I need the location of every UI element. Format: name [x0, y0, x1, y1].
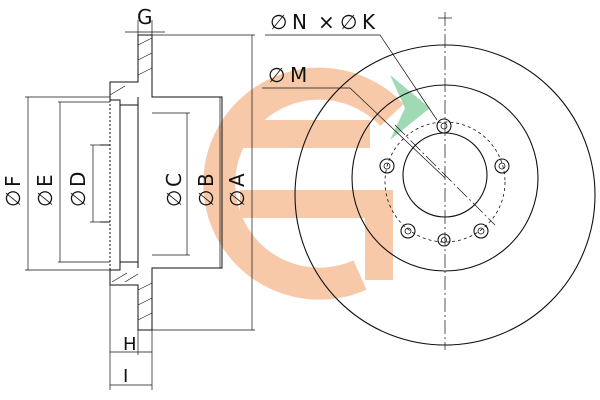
label-a: A	[225, 173, 249, 187]
center-line-diagonal	[394, 124, 496, 226]
section-hatching	[109, 37, 153, 321]
side-labels: G H I ∅ F ∅ E ∅ D ∅ C ∅ B ∅ A	[1, 5, 249, 387]
label-c-diameter: ∅	[162, 190, 186, 207]
label-b: B	[194, 173, 218, 187]
watermark-bar-right	[365, 190, 393, 280]
label-f-diameter: ∅	[1, 190, 25, 207]
label-c: C	[162, 173, 186, 187]
label-g: G	[137, 5, 153, 29]
label-d: D	[66, 172, 90, 187]
bolt-hole-bottom-left	[400, 223, 416, 239]
side-section-view	[25, 20, 255, 390]
bolt-hole-right	[494, 158, 510, 174]
watermark-bar-top	[240, 120, 370, 148]
label-d-diameter: ∅	[66, 190, 90, 207]
bolt-hole-bottom-right	[473, 223, 489, 239]
label-n: N	[292, 10, 307, 34]
label-f: F	[1, 175, 25, 187]
watermark-arc	[203, 67, 404, 300]
front-labels: ∅ N × ∅ K ∅ M	[268, 10, 376, 87]
leader-m	[262, 87, 446, 179]
disc-profile	[109, 34, 223, 331]
bolt-hole-left	[379, 158, 395, 174]
label-i: I	[123, 366, 128, 387]
label-b-diameter: ∅	[194, 190, 218, 207]
label-n-diameter: ∅	[270, 10, 287, 34]
bolt-hole-top	[436, 118, 452, 134]
label-a-diameter: ∅	[225, 190, 249, 207]
label-e-diameter: ∅	[33, 190, 57, 207]
label-e: E	[33, 174, 57, 187]
leader-n-k	[265, 34, 438, 121]
label-k: K	[362, 10, 376, 34]
label-h: H	[123, 334, 137, 355]
watermark-logo	[203, 67, 430, 300]
bolt-hole-bottom	[437, 233, 451, 247]
label-m: M	[290, 63, 307, 87]
bolt-holes	[379, 118, 510, 247]
label-k-diameter: ∅	[340, 10, 357, 34]
label-times: ×	[318, 10, 335, 34]
front-view	[262, 12, 596, 350]
watermark-arrow	[390, 75, 430, 140]
label-m-diameter: ∅	[268, 63, 285, 87]
